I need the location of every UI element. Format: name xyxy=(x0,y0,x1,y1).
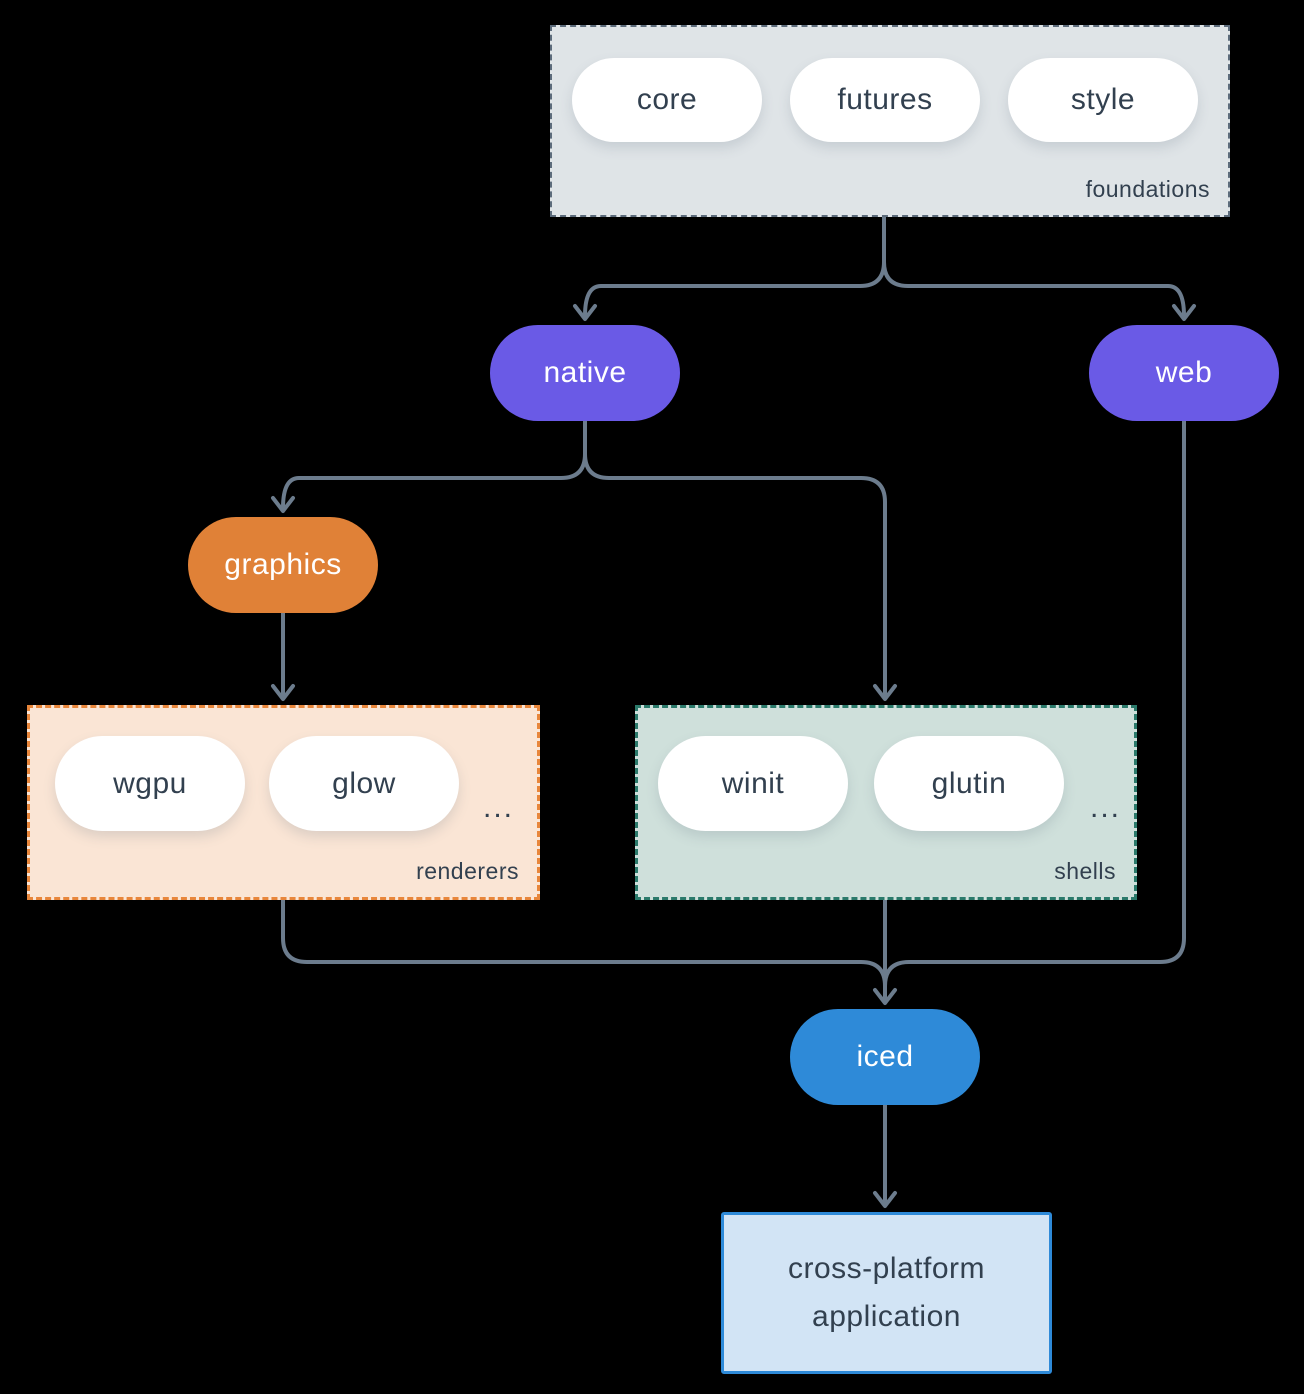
arrowhead-web xyxy=(1172,304,1196,321)
foundations-label: foundations xyxy=(1085,176,1210,202)
arrowhead-native xyxy=(573,304,597,321)
node-web: web xyxy=(1089,325,1279,421)
arrowhead-shells xyxy=(873,684,897,701)
node-style: style xyxy=(1008,58,1198,142)
arrowhead-renderers xyxy=(271,684,295,701)
node-cross-platform-application: cross-platform application xyxy=(721,1212,1052,1374)
shells-label: shells xyxy=(1054,858,1116,884)
arrowhead-application xyxy=(873,1191,897,1208)
connector-foundations-to-web xyxy=(882,215,1186,318)
connector-web-to-iced xyxy=(883,419,1186,988)
renderers-ellipsis: ... xyxy=(483,790,515,824)
renderers-label: renderers xyxy=(416,858,519,884)
connector-native-to-shells xyxy=(583,419,887,698)
node-graphics: graphics xyxy=(188,517,378,613)
shells-group: winit glutin ... shells xyxy=(635,705,1137,900)
node-core: core xyxy=(572,58,762,142)
node-winit: winit xyxy=(658,736,848,831)
arrowhead-graphics xyxy=(271,496,295,513)
node-glow: glow xyxy=(269,736,459,831)
arrowhead-iced xyxy=(873,988,897,1005)
node-wgpu: wgpu xyxy=(55,736,245,831)
connector-native-to-graphics xyxy=(281,419,587,510)
shells-ellipsis: ... xyxy=(1090,790,1122,824)
node-glutin: glutin xyxy=(874,736,1064,831)
connector-renderers-to-iced xyxy=(281,898,887,988)
renderers-group: wgpu glow ... renderers xyxy=(27,705,540,900)
connector-foundations-to-native xyxy=(583,215,886,318)
node-native: native xyxy=(490,325,680,421)
foundations-group: core futures style foundations xyxy=(550,25,1230,217)
node-futures: futures xyxy=(790,58,980,142)
node-iced: iced xyxy=(790,1009,980,1105)
